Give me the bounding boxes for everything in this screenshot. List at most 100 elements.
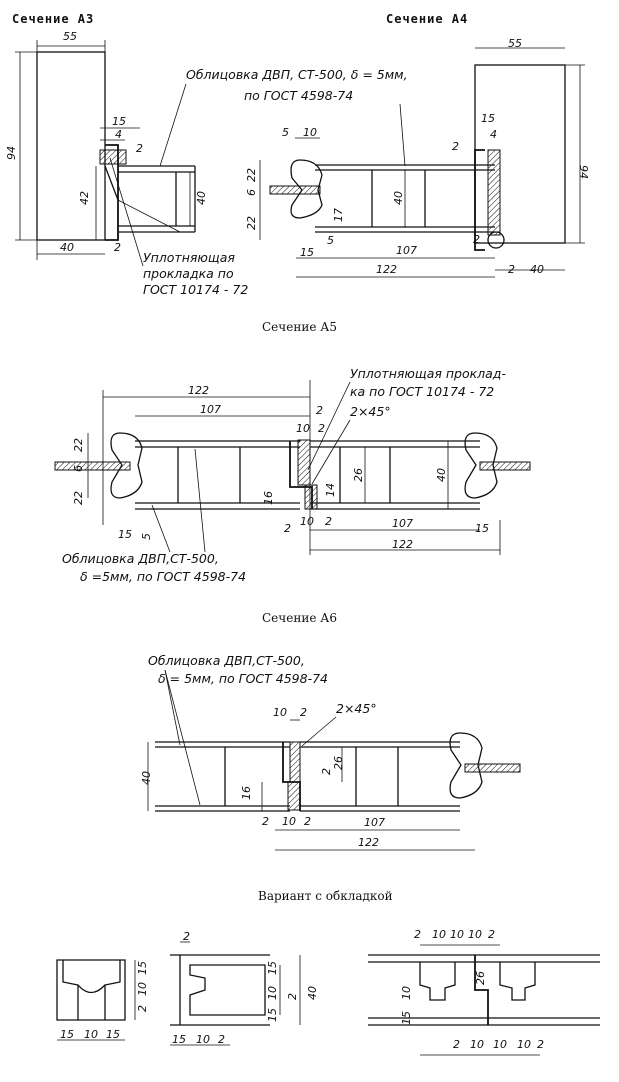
dim-a6-2b: 2 <box>320 768 333 775</box>
dim-var2-2b: 2 <box>218 1033 225 1046</box>
dim-var2-10: 10 <box>196 1033 210 1046</box>
dim-var2-15: 15 <box>172 1033 186 1046</box>
dim-a4-15b: 15 <box>300 246 314 259</box>
note-seal-a5-line1: Уплотняющая проклад- <box>350 366 506 381</box>
dim-var3-10b: 10 <box>450 928 464 941</box>
dim-a3-40: 40 <box>195 191 208 205</box>
note-seal-a3-line3: ГОСТ 10174 - 72 <box>143 282 248 297</box>
dim-a6-10: 10 <box>273 706 287 719</box>
dim-var2-15v: 15 <box>266 961 279 975</box>
note-chamfer-a6: 2×45° <box>336 701 377 716</box>
dim-a6-2d: 2 <box>304 815 311 828</box>
dim-a5-22: 22 <box>72 438 85 452</box>
dim-a5-2a: 2 <box>316 404 323 417</box>
dim-var1-15v: 15 <box>136 961 149 975</box>
section-a3-drawing <box>15 40 196 260</box>
dim-a6-40: 40 <box>140 771 153 785</box>
dim-a5-40: 40 <box>435 468 448 482</box>
dim-var3-10d: 10 <box>470 1038 484 1051</box>
dim-a5-26: 26 <box>352 468 365 482</box>
note-cladding-a5-line1: Облицовка ДВП,СТ-500, <box>62 551 219 566</box>
dim-a6-10b: 10 <box>282 815 296 828</box>
dim-a4-55: 55 <box>508 37 522 50</box>
note-chamfer-a5: 2×45° <box>350 404 391 419</box>
dim-a4-15: 15 <box>481 112 495 125</box>
dim-var1-10v: 10 <box>136 982 149 996</box>
dim-a4-2b: 2 <box>473 233 480 246</box>
dim-var1-10: 10 <box>84 1028 98 1041</box>
dim-a3-15: 15 <box>112 115 126 128</box>
dim-a4-17: 17 <box>332 208 345 222</box>
section-a5-drawing <box>54 380 531 555</box>
dim-a6-122: 122 <box>358 836 379 849</box>
dim-a5-16: 16 <box>262 491 275 505</box>
dim-var1-2v: 2 <box>136 1005 149 1012</box>
dim-a5-15: 15 <box>118 528 132 541</box>
dim-a4-6: 6 <box>245 189 258 196</box>
dim-var3-2b: 2 <box>488 928 495 941</box>
dim-a3-40b: 40 <box>60 241 74 254</box>
note-cladding-a6-line2: δ = 5мм, по ГОСТ 4598-74 <box>158 671 328 686</box>
dim-a5-6: 6 <box>72 465 85 472</box>
note-cladding-a6-line1: Облицовка ДВП,СТ-500, <box>148 653 305 668</box>
heading-section-a4: Сечение А4 <box>386 12 468 26</box>
dim-a6-16: 16 <box>240 786 253 800</box>
dim-a5-15b: 15 <box>475 522 489 535</box>
dim-a3-4: 4 <box>115 128 122 141</box>
dim-a4-5b: 5 <box>327 234 334 247</box>
dim-a5-10b: 10 <box>300 515 314 528</box>
dim-a5-2b: 2 <box>318 422 325 435</box>
dim-a4-4: 4 <box>490 128 497 141</box>
dim-var2-2v: 2 <box>286 993 299 1000</box>
dim-a5-10: 10 <box>296 422 310 435</box>
dim-var3-10f: 10 <box>517 1038 531 1051</box>
dim-a4-40b: 40 <box>530 263 544 276</box>
dim-a4-2c: 2 <box>508 263 515 276</box>
dim-var3-10v: 10 <box>400 986 413 1000</box>
variant-right-profile <box>368 944 600 1056</box>
note-seal-a3-line1: Уплотняющая <box>143 250 235 265</box>
dim-var2-40v: 40 <box>306 986 319 1000</box>
dim-a3-2b: 2 <box>114 241 121 254</box>
dim-a6-26: 26 <box>332 756 345 770</box>
dim-var2-15v2: 15 <box>266 1008 279 1022</box>
section-a4-drawing <box>259 47 585 278</box>
dim-var2-2: 2 <box>183 930 190 943</box>
note-cladding-a3-a4-line1: Облицовка ДВП, СТ-500, δ = 5мм, <box>186 67 408 82</box>
note-seal-a3-line2: прокладка по <box>143 266 234 281</box>
dim-a5-122b: 122 <box>392 538 413 551</box>
heading-section-a5: Сечение А5 <box>262 320 337 334</box>
dim-a4-40: 40 <box>392 191 405 205</box>
dim-var1-15a: 15 <box>60 1028 74 1041</box>
dim-a5-14: 14 <box>324 483 337 497</box>
dim-a5-5: 5 <box>140 533 153 540</box>
dim-a3-42: 42 <box>78 191 91 205</box>
dim-var3-10e: 10 <box>493 1038 507 1051</box>
dim-var2-10v: 10 <box>266 986 279 1000</box>
dim-a6-2c: 2 <box>262 815 269 828</box>
dim-a3-94: 94 <box>5 146 18 160</box>
heading-variant: Вариант с обкладкой <box>258 889 393 903</box>
dim-a5-2d: 2 <box>325 515 332 528</box>
dim-a4-22b: 22 <box>245 216 258 230</box>
dim-a4-10: 10 <box>303 126 317 139</box>
dim-a5-22b: 22 <box>72 491 85 505</box>
dim-a3-2: 2 <box>136 142 143 155</box>
dim-a4-2: 2 <box>452 140 459 153</box>
dim-a4-94: 94 <box>577 165 590 179</box>
dim-a5-107: 107 <box>200 403 221 416</box>
dim-var3-2a: 2 <box>414 928 421 941</box>
dim-var3-10a: 10 <box>432 928 446 941</box>
heading-section-a6: Сечение А6 <box>262 611 337 625</box>
dim-a6-2a: 2 <box>300 706 307 719</box>
note-seal-a5-line2: ка по ГОСТ 10174 - 72 <box>350 384 494 399</box>
dim-a5-2c: 2 <box>284 522 291 535</box>
heading-section-a3: Сечение А3 <box>12 12 94 26</box>
dim-var3-2d: 2 <box>537 1038 544 1051</box>
dim-a4-107: 107 <box>396 244 417 257</box>
variant-middle-profile <box>170 941 301 1046</box>
dim-a5-107b: 107 <box>392 517 413 530</box>
dim-var1-15b: 15 <box>106 1028 120 1041</box>
variant-left-profile <box>56 959 136 1041</box>
